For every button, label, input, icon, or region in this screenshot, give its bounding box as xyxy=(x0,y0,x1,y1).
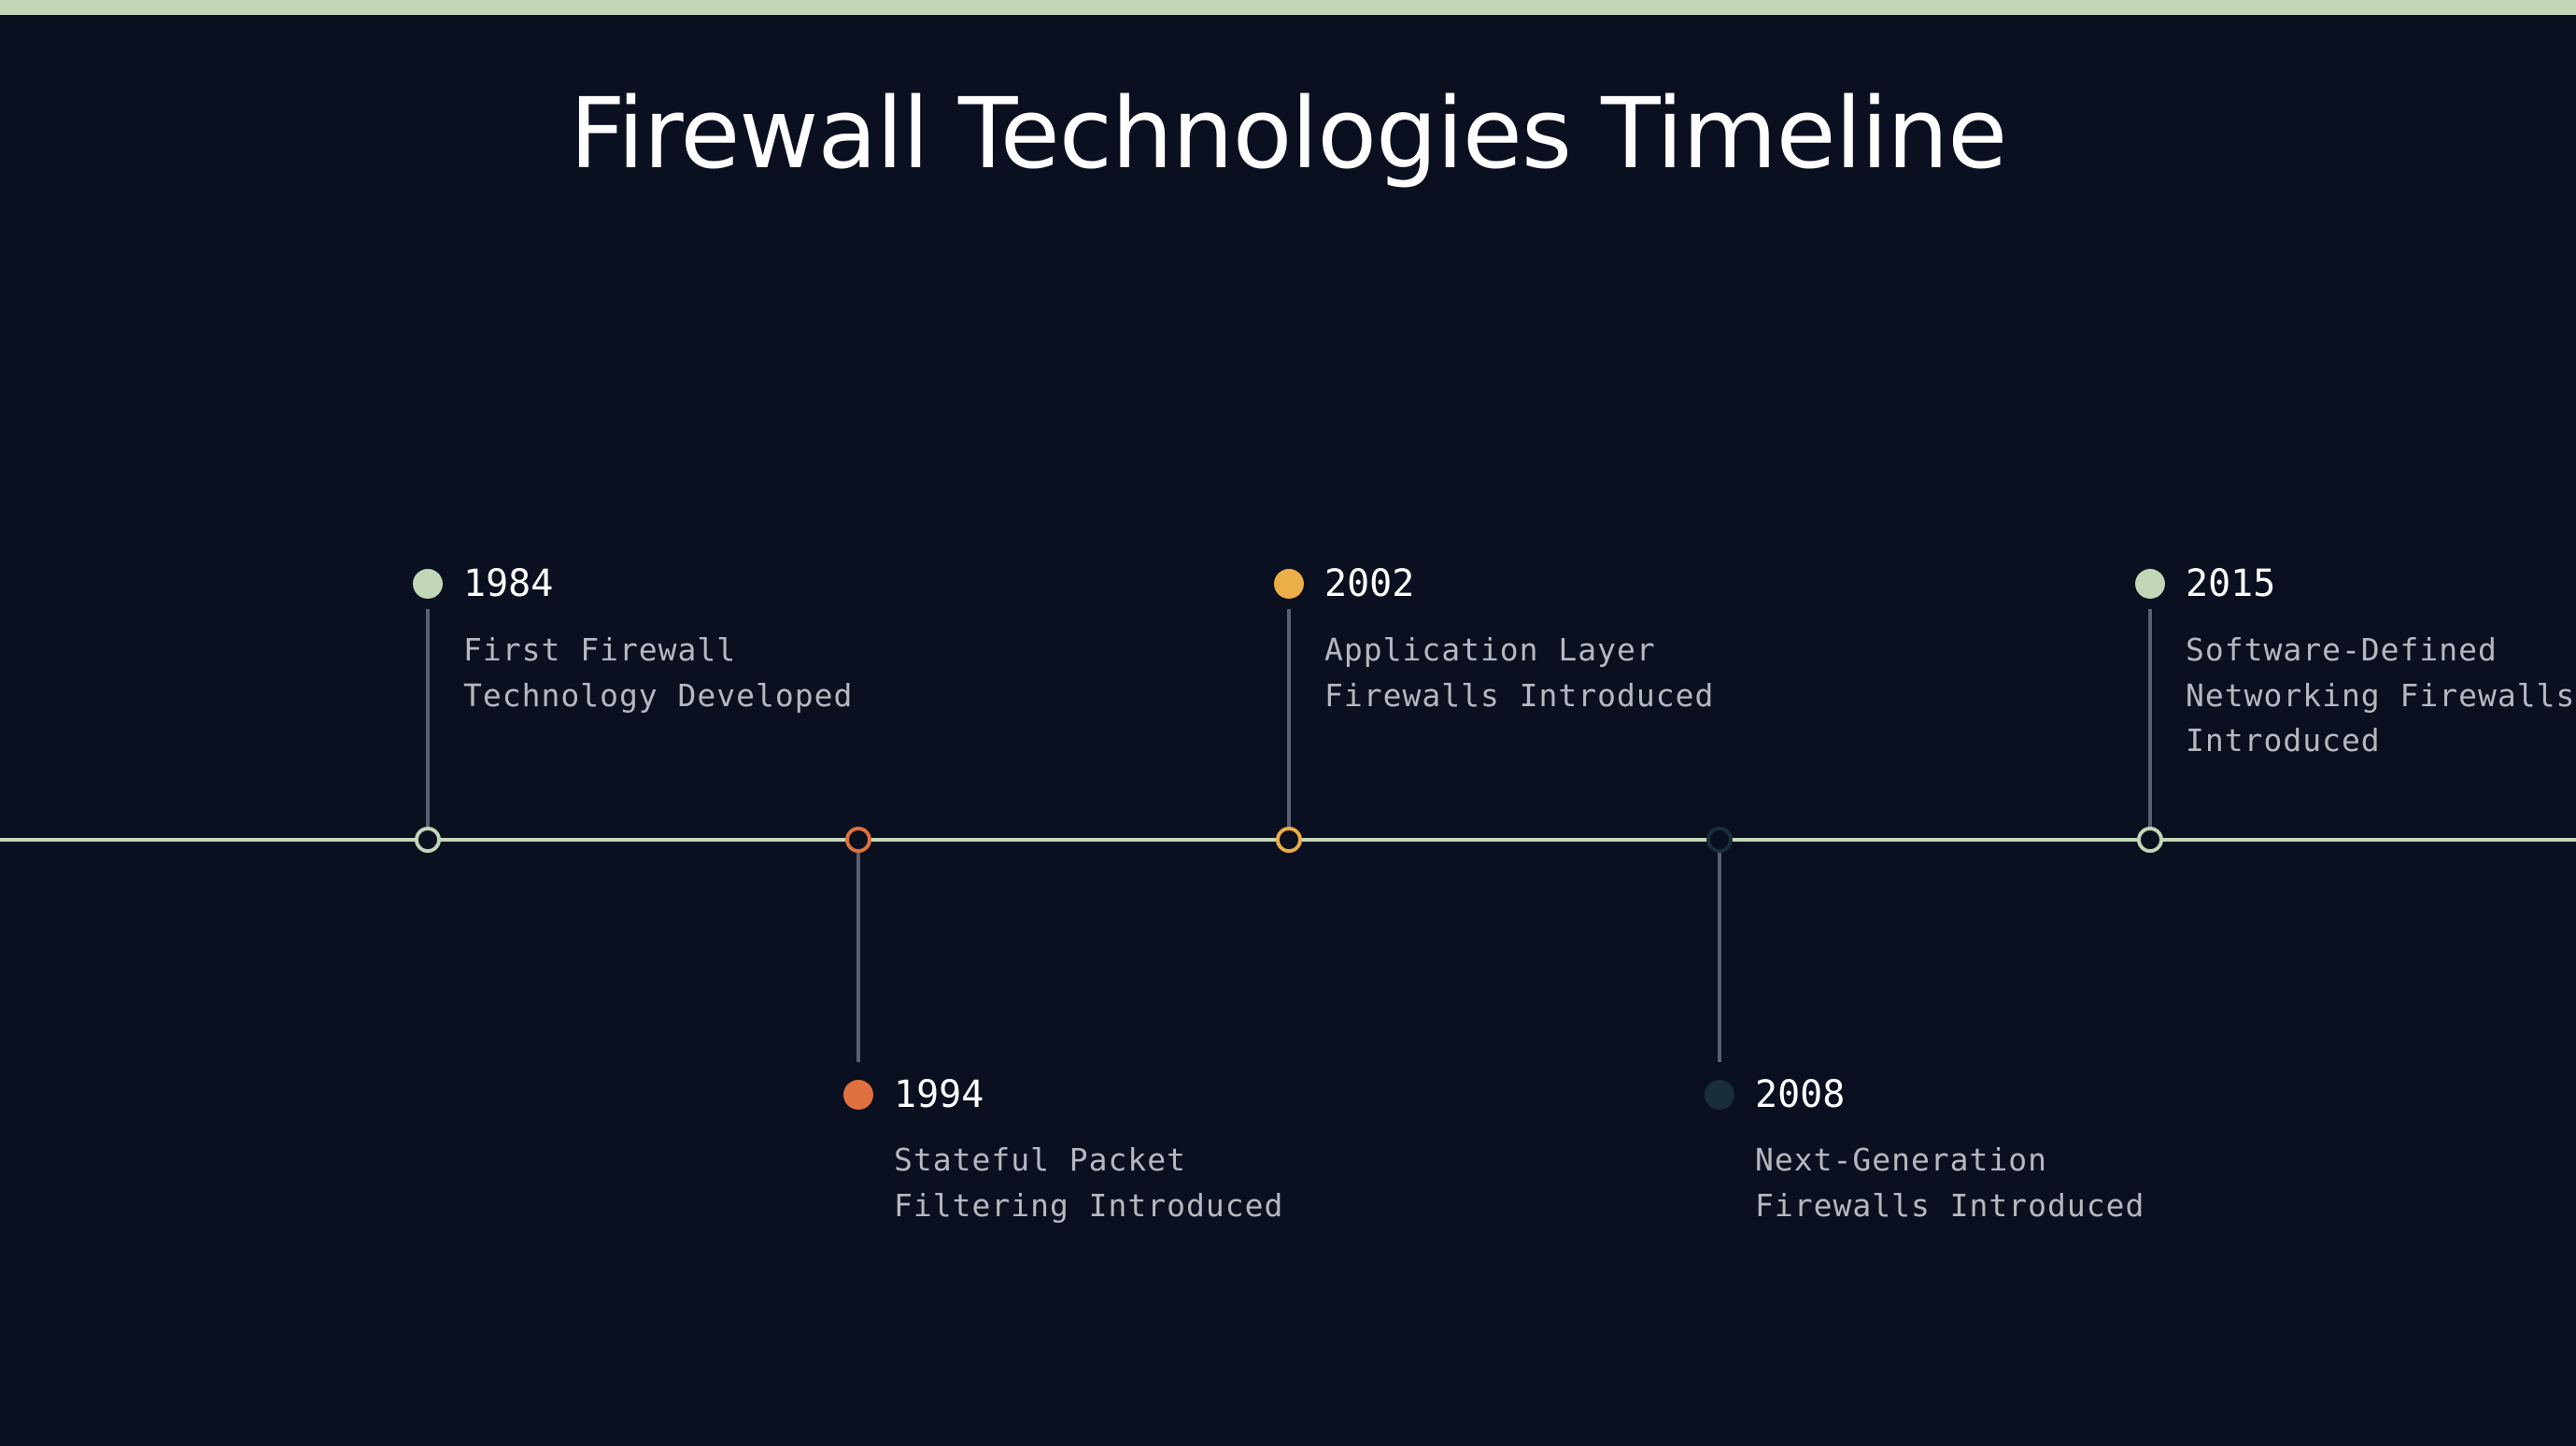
event-stem xyxy=(2148,609,2152,829)
event-description: Stateful Packet Filtering Introduced xyxy=(894,1141,1284,1224)
event-dot xyxy=(843,1080,873,1110)
event-stem xyxy=(1287,609,1291,829)
event-node xyxy=(415,827,441,853)
event-dot xyxy=(413,569,443,599)
event-dot xyxy=(2135,569,2165,599)
event-year: 2015 xyxy=(2186,562,2276,605)
event-dot xyxy=(1705,1080,1734,1110)
event-node xyxy=(845,827,871,853)
event-year: 2002 xyxy=(1324,562,1415,605)
event-year: 1994 xyxy=(894,1073,984,1116)
event-node xyxy=(1706,827,1733,853)
event-stem xyxy=(1718,851,1721,1062)
event-stem xyxy=(426,609,430,829)
event-year: 2008 xyxy=(1755,1073,1846,1116)
page-title: Firewall Technologies Timeline xyxy=(569,77,2008,191)
event-description: Application Layer Firewalls Introduced xyxy=(1324,631,1715,714)
event-year: 1984 xyxy=(463,562,554,605)
event-dot xyxy=(1274,569,1304,599)
event-description: Next-Generation Firewalls Introduced xyxy=(1755,1141,2145,1224)
top-accent-bar xyxy=(0,0,2576,15)
event-stem xyxy=(856,851,860,1062)
event-node xyxy=(1276,827,1302,853)
event-description: Software-Defined Networking Firewalls In… xyxy=(2186,631,2576,758)
event-node xyxy=(2137,827,2163,853)
event-description: First Firewall Technology Developed xyxy=(463,631,854,714)
